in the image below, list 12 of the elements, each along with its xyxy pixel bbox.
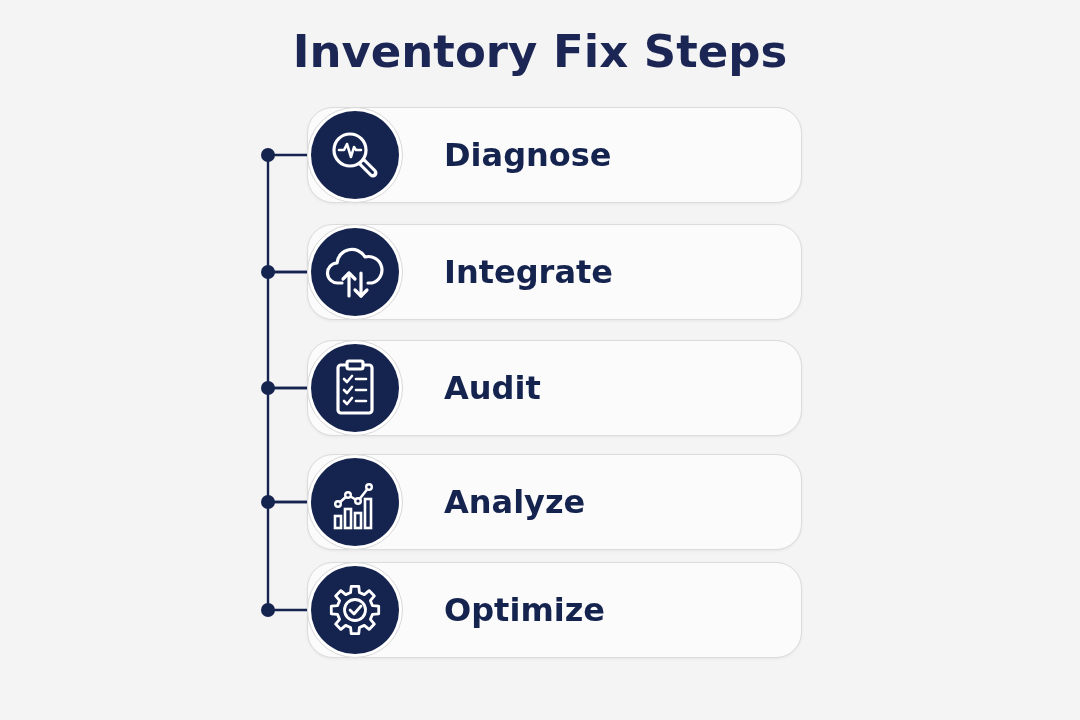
- step-label: Diagnose: [444, 135, 612, 175]
- step-label: Audit: [444, 368, 541, 408]
- step-card: [307, 454, 802, 550]
- step-label: Analyze: [444, 482, 586, 522]
- title: Inventory Fix Steps: [292, 24, 788, 80]
- step-card: [307, 340, 802, 436]
- step-card: [307, 562, 802, 658]
- step-label: Integrate: [444, 252, 613, 292]
- step-label: Optimize: [444, 590, 605, 630]
- step-card: [307, 224, 802, 320]
- step-card: [307, 107, 802, 203]
- connector-line: [266, 500, 307, 612]
